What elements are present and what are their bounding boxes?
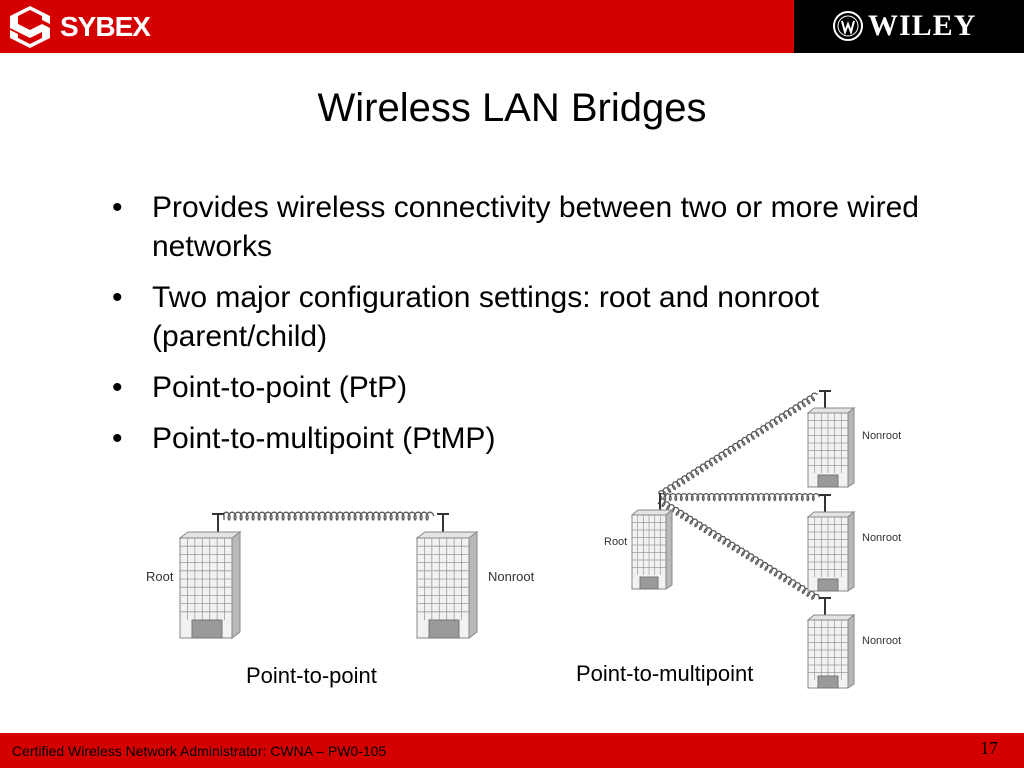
wiley-logo-text: WILEY — [868, 9, 977, 42]
building-icon — [178, 531, 242, 639]
antenna-icon — [819, 494, 831, 513]
bullet-item: • Two major configuration settings: root … — [112, 278, 952, 356]
header-bar: SYBEX WILEY — [0, 0, 1024, 53]
bullet-marker: • — [112, 371, 123, 404]
bullet-marker: • — [112, 281, 123, 314]
ptmp-wireless-link — [659, 492, 821, 502]
bullet-marker: • — [112, 422, 123, 455]
ptmp-wireless-link — [658, 392, 819, 499]
nonroot-label: Nonroot — [862, 532, 901, 544]
ptp-caption: Point-to-point — [246, 663, 377, 688]
sybex-logo-icon — [10, 6, 50, 48]
building-icon — [806, 613, 856, 689]
bullet-text: Point-to-point (PtP) — [152, 371, 408, 404]
building-icon — [415, 531, 479, 639]
antenna-icon — [819, 597, 831, 616]
ptmp-caption: Point-to-multipoint — [576, 661, 754, 686]
bullet-item: • Point-to-multipoint (PtMP) — [112, 419, 952, 458]
building-icon — [806, 510, 856, 592]
ptmp-diagram: Root Nonroot Nonroot Nonroot — [604, 390, 901, 689]
root-label: Root — [146, 569, 174, 584]
nonroot-label: Nonroot — [862, 635, 901, 647]
bullet-text: Provides wireless connectivity between t… — [152, 191, 919, 263]
bullet-list: • Provides wireless connectivity between … — [112, 188, 952, 470]
bullet-item: • Provides wireless connectivity between … — [112, 188, 952, 266]
ptp-diagram: Root Nonroot — [146, 511, 535, 639]
building-icon — [806, 406, 856, 488]
wiley-logo: WILEY — [794, 0, 1024, 53]
bullet-item: • Point-to-point (PtP) — [112, 368, 952, 407]
sybex-logo-text: SYBEX — [60, 11, 151, 42]
sybex-logo: SYBEX — [8, 4, 178, 50]
antenna-icon — [819, 390, 831, 409]
root-label: Root — [604, 536, 627, 548]
page-number: 17 — [980, 738, 998, 758]
footer-text: Certified Wireless Network Administrator… — [12, 743, 387, 759]
bullet-text: Two major configuration settings: root a… — [152, 281, 820, 353]
ptp-wireless-link — [223, 511, 435, 522]
nonroot-label: Nonroot — [488, 569, 535, 584]
ptmp-wireless-link — [657, 498, 820, 600]
footer-bar: Certified Wireless Network Administrator… — [0, 733, 1024, 768]
slide-title: Wireless LAN Bridges — [317, 86, 707, 130]
wiley-seal-icon — [833, 11, 863, 41]
nonroot-label: Nonroot — [862, 430, 901, 442]
bullet-text: Point-to-multipoint (PtMP) — [152, 422, 496, 455]
building-icon — [630, 508, 674, 590]
bullet-marker: • — [112, 191, 123, 224]
